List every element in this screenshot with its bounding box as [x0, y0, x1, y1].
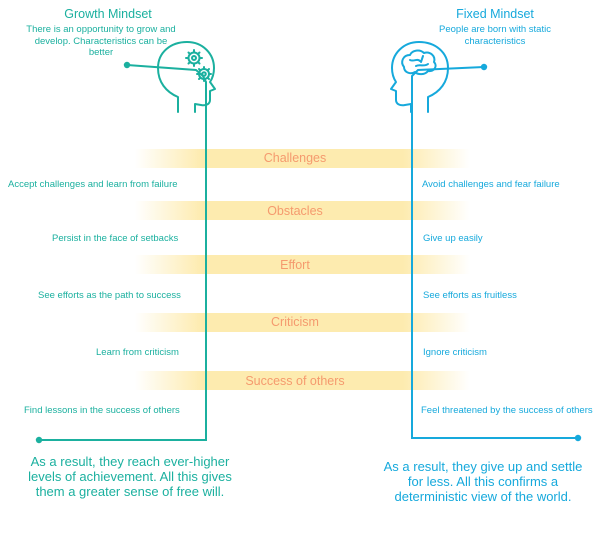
- growth-trait: Accept challenges and learn from failure: [8, 179, 178, 190]
- growth-trait: Find lessons in the success of others: [24, 405, 180, 416]
- topic-band-success: [135, 371, 470, 390]
- topic-label: Obstacles: [267, 204, 323, 218]
- topic-label: Success of others: [245, 374, 345, 388]
- growth-end-dot: [123, 61, 131, 69]
- topic-band-obstacles: [135, 201, 470, 220]
- topic-label: Challenges: [263, 151, 327, 165]
- topic-label: Criticism: [271, 315, 319, 329]
- head-with-brain-icon: [390, 41, 449, 113]
- growth-trait: Persist in the face of setbacks: [52, 233, 179, 244]
- fixed-title: Fixed Mindset: [456, 7, 534, 21]
- topic-band-challenges: [135, 149, 470, 168]
- fixed-end-dot: [574, 434, 582, 442]
- growth-end-dot: [35, 436, 43, 444]
- growth-result: As a result, they reach ever-higher leve…: [28, 454, 232, 499]
- fixed-trait: Give up easily: [423, 233, 483, 244]
- fixed-end-dot: [480, 63, 488, 71]
- fixed-connector-line: [411, 66, 578, 439]
- topic-band-criticism: [135, 313, 470, 332]
- growth-title: Growth Mindset: [64, 7, 152, 21]
- topic-band-effort: [135, 255, 470, 274]
- fixed-result: As a result, they give up and settle for…: [383, 459, 583, 504]
- topic-label: Effort: [280, 258, 310, 272]
- growth-description: There is an opportunity to grow and deve…: [26, 24, 176, 58]
- growth-trait: See efforts as the path to success: [38, 290, 181, 301]
- fixed-trait: Ignore criticism: [423, 347, 487, 358]
- fixed-description: People are born with static characterist…: [439, 24, 551, 47]
- fixed-trait: Avoid challenges and fear failure: [422, 179, 560, 190]
- growth-trait: Learn from criticism: [96, 347, 179, 358]
- head-with-gears-icon: [157, 41, 216, 113]
- fixed-trait: Feel threatened by the success of others: [421, 405, 593, 416]
- fixed-trait: See efforts as fruitless: [423, 290, 517, 301]
